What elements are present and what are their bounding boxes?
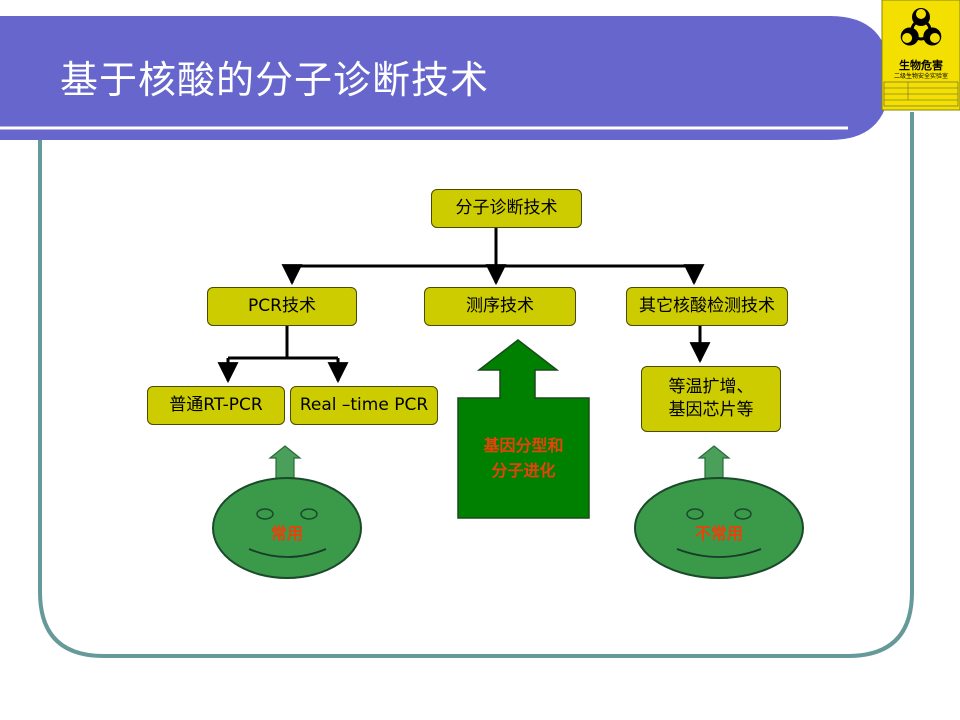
title-banner: [0, 16, 890, 140]
node-other: 其它核酸检测技术: [626, 287, 788, 326]
smiley-face-left: [212, 477, 362, 579]
node-sequencing: 测序技术: [424, 287, 576, 326]
biohazard-badge: [881, 0, 960, 111]
sequencing-note: 基因分型和 分子进化: [458, 434, 589, 484]
badge-title: 生物危害: [899, 59, 943, 72]
face-left-label: 常用: [270, 524, 303, 543]
node-isothermal-line1: 等温扩增、: [668, 377, 754, 398]
badge-subtitle: 二级生物安全实验室: [893, 73, 948, 80]
node-rt-pcr: 普通RT-PCR: [147, 386, 285, 425]
right-face-up-arrow: [697, 445, 731, 483]
sequencing-up-arrow: [457, 339, 590, 519]
content-frame: [38, 112, 914, 658]
sequencing-note-line1: 基因分型和: [483, 436, 564, 455]
biohazard-icon: [900, 8, 942, 46]
node-realtime-pcr: Real –time PCR: [290, 386, 438, 425]
sequencing-note-line2: 分子进化: [491, 460, 556, 480]
smiley-face-right: [634, 477, 804, 579]
node-pcr: PCR技术: [207, 287, 357, 326]
node-root: 分子诊断技术: [431, 189, 582, 228]
left-face-up-arrow: [268, 445, 302, 483]
node-isothermal-line2: 基因芯片等: [668, 400, 754, 420]
node-isothermal-chip: 等温扩增、 基因芯片等: [641, 366, 781, 432]
slide-title: 基于核酸的分子诊断技术: [60, 58, 490, 102]
face-right-label: 不常用: [694, 524, 743, 543]
